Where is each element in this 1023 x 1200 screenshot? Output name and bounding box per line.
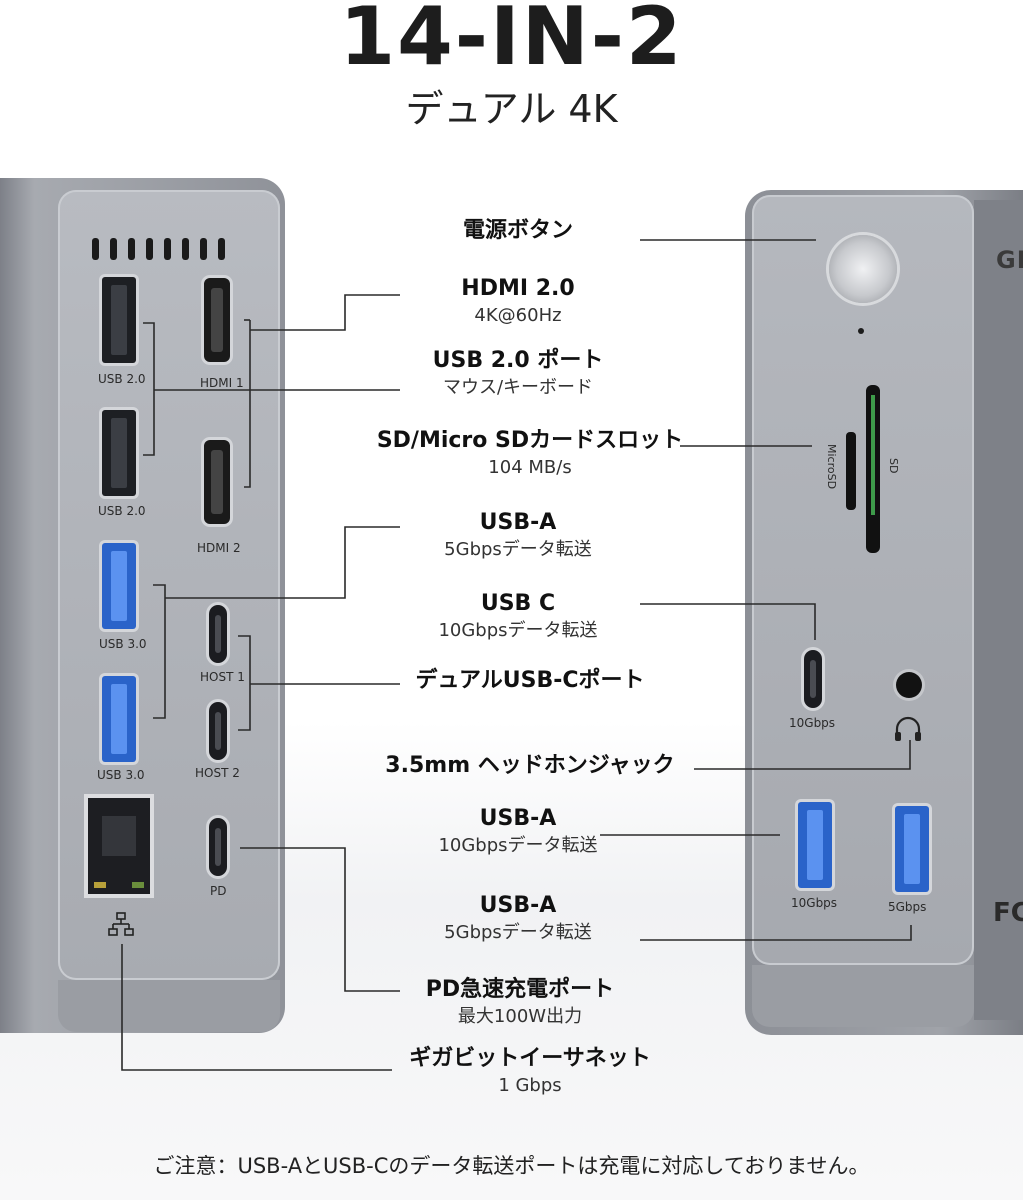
ethernet-port [88, 798, 150, 894]
vent-slot [164, 238, 171, 260]
usb2-bottom-label: USB 2.0 [98, 504, 146, 518]
leader-pd [240, 847, 400, 992]
callout-usbc-10g: USB C 10Gbpsデータ転送 [418, 591, 618, 643]
callout-title: SD/Micro SDカードスロット [376, 428, 684, 453]
usb2-top-label: USB 2.0 [98, 372, 146, 386]
usb2-port-bottom [102, 410, 136, 496]
callout-title: デュアルUSB-Cポート [415, 668, 645, 693]
usb3-port-top [102, 543, 136, 629]
callout-sd-slot: SD/Micro SDカードスロット 104 MB/s [370, 428, 690, 480]
callout-title: 電源ボタン [462, 218, 573, 243]
callout-usb2: USB 2.0 ポート マウス/キーボード [418, 348, 618, 400]
leader-usbc-right [640, 603, 816, 640]
callout-power-button: 電源ボタン [418, 218, 618, 244]
headphone-icon [895, 716, 921, 741]
fcc-mark: FC [993, 898, 1023, 928]
callout-subtitle: マウス/キーボード [442, 377, 594, 399]
usb2-port-top [102, 277, 136, 363]
callout-headphone: 3.5mm ヘッドホンジャック [370, 753, 690, 779]
ethernet-led-amber [94, 882, 106, 888]
callout-subtitle: 1 Gbps [498, 1075, 562, 1097]
callout-title: USB-A [479, 806, 557, 831]
callout-title: USB-A [479, 510, 557, 535]
callout-dual-usbc: デュアルUSB-Cポート [400, 668, 660, 694]
hdmi1-label: HDMI 1 [200, 376, 244, 390]
callout-subtitle: 5Gbpsデータ転送 [444, 539, 592, 561]
host2-label: HOST 2 [195, 766, 240, 780]
callout-subtitle: 5Gbpsデータ転送 [444, 922, 592, 944]
ethernet-port-tab [102, 816, 136, 856]
hdmi2-label: HDMI 2 [197, 541, 241, 555]
leader-ethernet [121, 944, 392, 1071]
callout-usba-10g: USB-A 10Gbpsデータ転送 [418, 806, 618, 858]
leader-dual-usbc-bracket [238, 635, 251, 731]
hdmi2-port [204, 440, 230, 524]
callout-title: ギガビットイーサネット [409, 1046, 651, 1071]
usb3-top-label: USB 3.0 [99, 637, 147, 651]
usba-10g-label: 10Gbps [791, 896, 838, 910]
pd-label: PD [210, 884, 227, 898]
ethernet-led-green [132, 882, 144, 888]
usbc-pd-port [209, 818, 227, 876]
leader-usba-5g [640, 925, 912, 941]
usbc-10g-label: 10Gbps [789, 716, 836, 730]
subhead: デュアル 4K [405, 87, 618, 131]
leader-hdmi [244, 294, 400, 488]
callout-usba-5g-right: USB-A 5Gbpsデータ転送 [418, 893, 618, 945]
power-button [829, 235, 897, 303]
vent-slot [182, 238, 189, 260]
usbc-host2-port [209, 702, 227, 760]
microsd-card-slot [846, 432, 856, 510]
usba-10gbps-port [798, 802, 832, 888]
vent-slot [200, 238, 207, 260]
brand-logo-fragment: GII [996, 246, 1023, 274]
leader-usb3 [165, 526, 400, 599]
leader-usb2-bracket [143, 322, 155, 456]
callout-subtitle: 10Gbpsデータ転送 [438, 620, 598, 642]
callout-title: USB-A [479, 893, 557, 918]
callout-title: USB C [480, 591, 556, 616]
usba-5gbps-port [895, 806, 929, 892]
host1-label: HOST 1 [200, 670, 245, 684]
callout-subtitle: 最大100W出力 [457, 1006, 583, 1028]
callout-pd-charging: PD急速充電ポート 最大100W出力 [405, 977, 635, 1029]
callout-subtitle: 4K@60Hz [474, 305, 562, 327]
callout-title: 3.5mm ヘッドホンジャック [385, 753, 675, 778]
network-icon [108, 912, 134, 936]
usb3-bottom-label: USB 3.0 [97, 768, 145, 782]
right-dock-side [974, 200, 1023, 1020]
callout-title: HDMI 2.0 [461, 276, 575, 301]
usba-5g-label: 5Gbps [888, 900, 927, 914]
vent-grille [92, 238, 225, 260]
leader-usb3-bracket [153, 584, 166, 719]
vent-slot [218, 238, 225, 260]
leader-headphone [694, 740, 911, 770]
callout-title: USB 2.0 ポート [432, 348, 604, 373]
vent-slot [110, 238, 117, 260]
callout-usba-5g-left: USB-A 5Gbpsデータ転送 [418, 510, 618, 562]
vent-slot [146, 238, 153, 260]
right-dock-base [752, 965, 974, 1027]
headphone-jack [896, 672, 922, 698]
vent-slot [128, 238, 135, 260]
headline: 14-IN-2 [339, 0, 684, 83]
callout-hdmi: HDMI 2.0 4K@60Hz [418, 276, 618, 328]
callout-subtitle: 104 MB/s [488, 457, 572, 479]
usb3-port-bottom [102, 676, 136, 762]
usbc-host1-port [209, 605, 227, 663]
callout-title: PD急速充電ポート [425, 977, 615, 1002]
usbc-10gbps-port [804, 650, 822, 708]
vent-slot [92, 238, 99, 260]
left-dock-base [58, 980, 280, 1032]
hdmi1-port [204, 278, 230, 362]
sd-card-slot [866, 385, 880, 553]
footer-notice: ご注意：USB-AとUSB-Cのデータ転送ポートは充電に対応しておりません。 [153, 1154, 870, 1178]
power-led [858, 328, 864, 334]
callout-subtitle: 10Gbpsデータ転送 [438, 835, 598, 857]
right-dock-front-panel [752, 195, 974, 965]
callout-ethernet: ギガビットイーサネット 1 Gbps [390, 1046, 670, 1098]
